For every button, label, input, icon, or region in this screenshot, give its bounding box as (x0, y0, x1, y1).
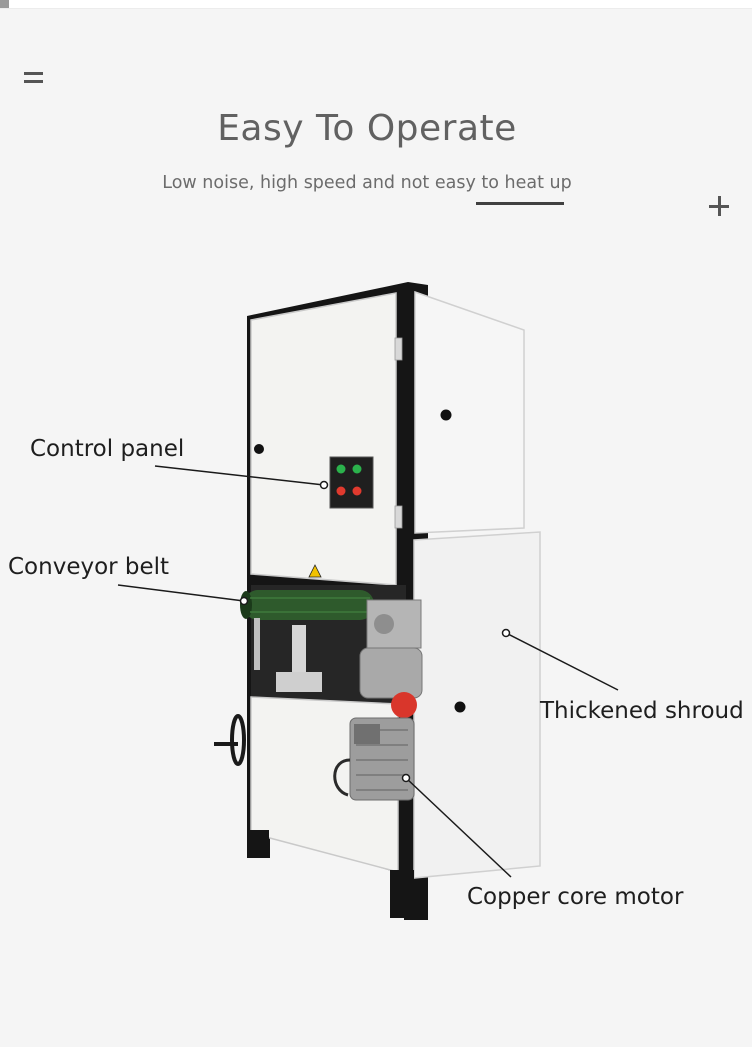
leader-control-panel (154, 465, 325, 486)
handwheel-icon (214, 714, 246, 766)
corner-mark (0, 0, 9, 8)
stop-button-icon (352, 486, 362, 496)
copper-core-motor (333, 717, 415, 801)
leader-copper-core-motor (405, 777, 512, 878)
warning-icon (308, 564, 322, 578)
start-button-icon (336, 464, 346, 474)
menu-icon[interactable] (24, 72, 43, 84)
callout-control-panel: Control panel (30, 436, 185, 462)
conveyor-belt-roller (240, 590, 374, 620)
lift-column (292, 625, 306, 675)
upper-door (250, 292, 397, 586)
title-underline (476, 202, 564, 205)
door-knob-icon (254, 444, 264, 454)
lower-shroud (413, 531, 541, 879)
control-panel-box (329, 456, 374, 509)
callout-thickened-shroud: Thickened shroud (540, 698, 744, 724)
callout-conveyor-belt: Conveyor belt (8, 554, 170, 580)
red-cap-icon (391, 692, 417, 718)
leader-conveyor-belt (117, 584, 245, 602)
plus-icon[interactable] (709, 196, 729, 216)
side-knob-icon (440, 409, 452, 421)
leader-thickened-shroud (505, 632, 619, 691)
start-button-icon (352, 464, 362, 474)
page-subtitle: Low noise, high speed and not easy to he… (162, 173, 572, 193)
callout-copper-core-motor: Copper core motor (467, 884, 684, 910)
upper-side-panel (414, 290, 525, 534)
shroud-knob-icon (454, 701, 466, 713)
top-strip (0, 0, 752, 9)
stop-button-icon (336, 486, 346, 496)
page-title: Easy To Operate (217, 108, 517, 149)
gearbox (359, 599, 423, 718)
